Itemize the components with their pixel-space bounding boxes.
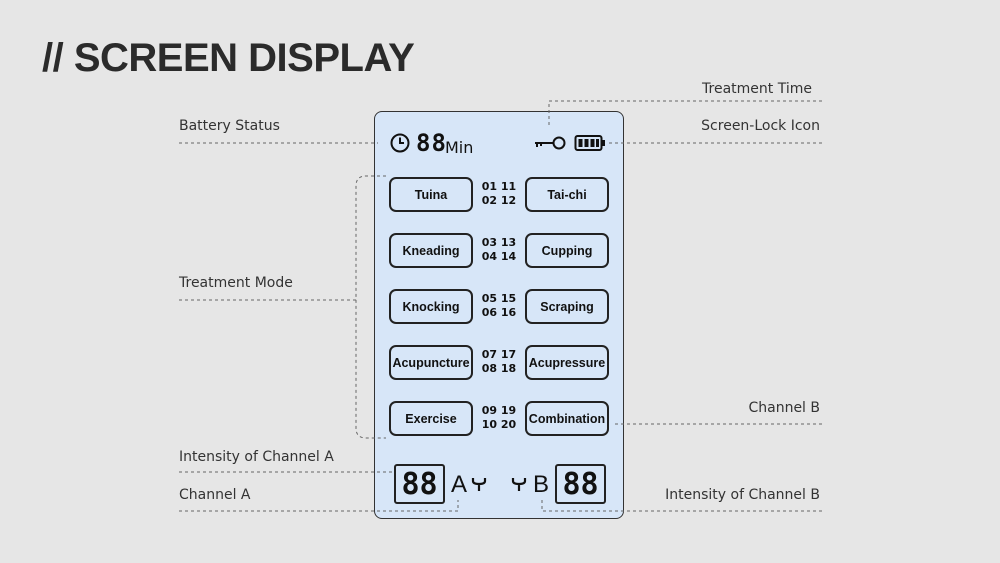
timer-unit: Min: [445, 138, 474, 157]
channel-a-label: A: [451, 471, 468, 498]
electrode-icon: [511, 478, 527, 491]
callout-treatment-time: Treatment Time: [702, 81, 812, 97]
mode-button-tai-chi[interactable]: Tai-chi: [525, 177, 609, 212]
mode-button-kneading[interactable]: Kneading: [389, 233, 473, 268]
intensity-b-display: 88: [555, 464, 606, 504]
timer-display: 88: [416, 129, 447, 157]
mode-button-acupuncture[interactable]: Acupuncture: [389, 345, 473, 380]
battery-icon: [574, 135, 605, 151]
callout-channel-b: Channel B: [748, 400, 820, 416]
mode-button-tuina[interactable]: Tuina: [389, 177, 473, 212]
callout-treatment-mode: Treatment Mode: [179, 275, 293, 291]
callout-screen-lock-icon: Screen-Lock Icon: [701, 118, 820, 134]
page-title: // SCREEN DISPLAY: [42, 36, 415, 80]
mode-button-acupressure[interactable]: Acupressure: [525, 345, 609, 380]
intensity-a-display: 88: [394, 464, 445, 504]
callout-intensity-b: Intensity of Channel B: [665, 487, 820, 503]
mode-button-knocking[interactable]: Knocking: [389, 289, 473, 324]
callout-channel-a: Channel A: [179, 487, 251, 503]
channel-b-label: B: [533, 471, 550, 498]
callout-intensity-a: Intensity of Channel A: [179, 449, 334, 465]
electrode-icon: [471, 478, 487, 491]
key-lock-icon: [535, 136, 566, 150]
mode-button-exercise[interactable]: Exercise: [389, 401, 473, 436]
clock-icon: [390, 133, 410, 153]
mode-button-scraping[interactable]: Scraping: [525, 289, 609, 324]
callout-battery-status: Battery Status: [179, 118, 280, 134]
device-screen: 88 Min Tuina Kneading Knocking Acupunctu…: [374, 111, 624, 519]
mode-button-combination[interactable]: Combination: [525, 401, 609, 436]
mode-button-cupping[interactable]: Cupping: [525, 233, 609, 268]
